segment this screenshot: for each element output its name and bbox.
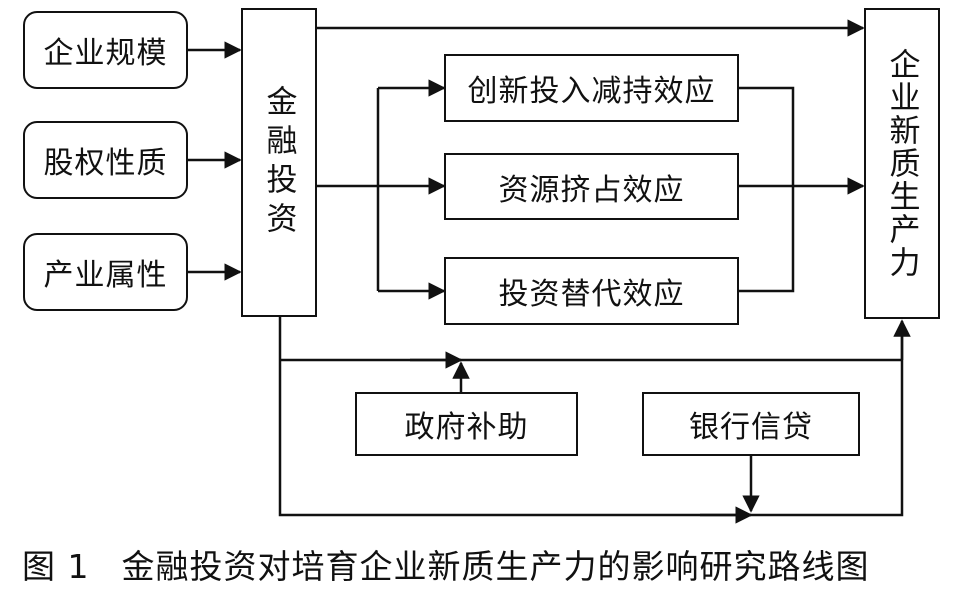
target-box-new-quality-productivity: 企业新质生产力 xyxy=(864,8,940,319)
moderator-label: 政府补助 xyxy=(404,410,529,445)
effect-label: 创新投入减持效应 xyxy=(467,74,716,109)
line-loop-right xyxy=(745,325,904,517)
figure-caption: 图 1 金融投资对培育企业新质生产力的影响研究路线图 xyxy=(22,540,870,588)
figure-title: 金融投资对培育企业新质生产力的影响研究路线图 xyxy=(121,547,870,586)
factor-box-industry-attribute: 产业属性 xyxy=(23,233,188,311)
figure-number: 图 1 xyxy=(22,547,90,586)
factor-label: 企业规模 xyxy=(43,36,168,71)
moderator-box-bank-credit: 银行信贷 xyxy=(642,392,860,456)
effect-label: 资源挤占效应 xyxy=(498,172,685,208)
factor-label: 股权性质 xyxy=(43,146,168,181)
moderator-box-government-subsidy: 政府补助 xyxy=(355,392,578,456)
factor-box-equity-nature: 股权性质 xyxy=(23,121,188,199)
effect-box-resource-crowding: 资源挤占效应 xyxy=(444,153,739,220)
factor-box-firm-size: 企业规模 xyxy=(23,11,188,89)
effect-box-investment-substitution: 投资替代效应 xyxy=(444,257,739,325)
bracket-right xyxy=(738,86,795,293)
source-label: 金融投资 xyxy=(260,84,297,241)
factor-label: 产业属性 xyxy=(43,258,168,293)
effect-box-innovation-input: 创新投入减持效应 xyxy=(444,54,739,122)
effect-label: 投资替代效应 xyxy=(498,277,685,312)
target-label: 企业新质生产力 xyxy=(883,48,920,279)
line-finance-down xyxy=(278,316,745,517)
moderator-label: 银行信贷 xyxy=(689,410,813,445)
source-box-financial-investment: 金融投资 xyxy=(241,8,317,317)
